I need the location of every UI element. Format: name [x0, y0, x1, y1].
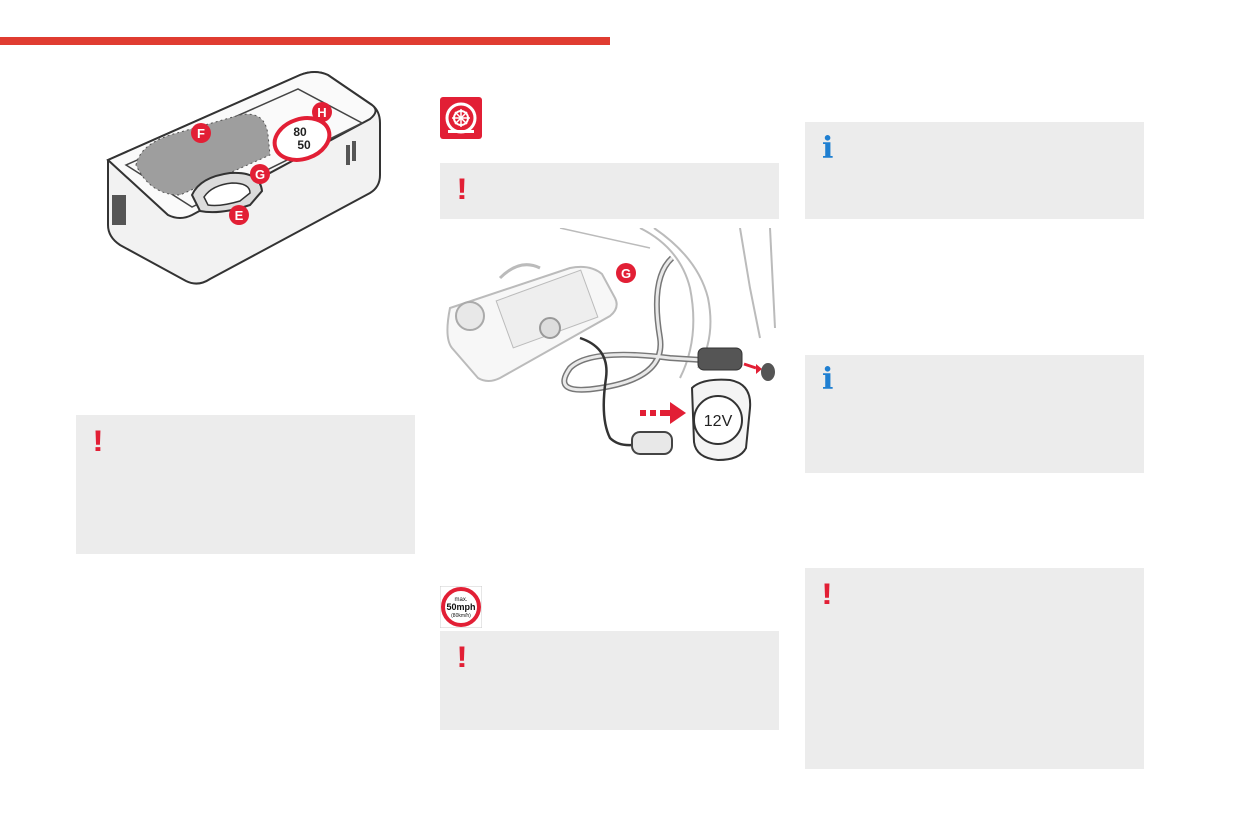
info-note-right-top: i [805, 122, 1144, 219]
chapter-header-bar [0, 37, 610, 45]
svg-text:E: E [235, 208, 244, 223]
speed-label-bottom: 50 [297, 138, 311, 152]
compressor-connection-illustration: 12V G [446, 228, 776, 462]
info-icon: i [822, 131, 834, 166]
svg-text:G: G [621, 266, 631, 281]
svg-text:G: G [255, 167, 265, 182]
callout-e: E [229, 205, 249, 225]
callout-g: G [250, 164, 270, 184]
warning-note-left: ! [76, 415, 415, 554]
compressor-kit-illustration: 80 50 F H G E [106, 71, 381, 285]
tyre-gauge-icon [445, 102, 477, 134]
socket-label: 12V [704, 413, 733, 430]
speed-limit-sign: max. 50mph (80km/h) [440, 586, 482, 628]
warning-icon: ! [456, 641, 468, 674]
callout-g-connection: G [616, 263, 636, 283]
tyre-repair-pictogram [440, 97, 482, 139]
svg-text:H: H [317, 105, 326, 120]
speed-label-top: 80 [293, 125, 307, 139]
warning-note-middle-bottom: ! [440, 631, 779, 730]
svg-text:F: F [197, 126, 205, 141]
info-note-right-middle: i [805, 355, 1144, 473]
warning-note-right-bottom: ! [805, 568, 1144, 769]
speed-limit-line3: (80km/h) [451, 613, 471, 619]
callout-f: F [191, 123, 211, 143]
info-icon: i [822, 362, 834, 397]
speed-limit-line1: max. [454, 597, 467, 603]
warning-icon: ! [821, 578, 833, 611]
warning-icon: ! [92, 425, 104, 458]
warning-icon: ! [456, 173, 468, 206]
speed-limit-line2: 50mph [446, 602, 475, 612]
warning-note-middle-top: ! [440, 163, 779, 219]
callout-h: H [312, 102, 332, 122]
